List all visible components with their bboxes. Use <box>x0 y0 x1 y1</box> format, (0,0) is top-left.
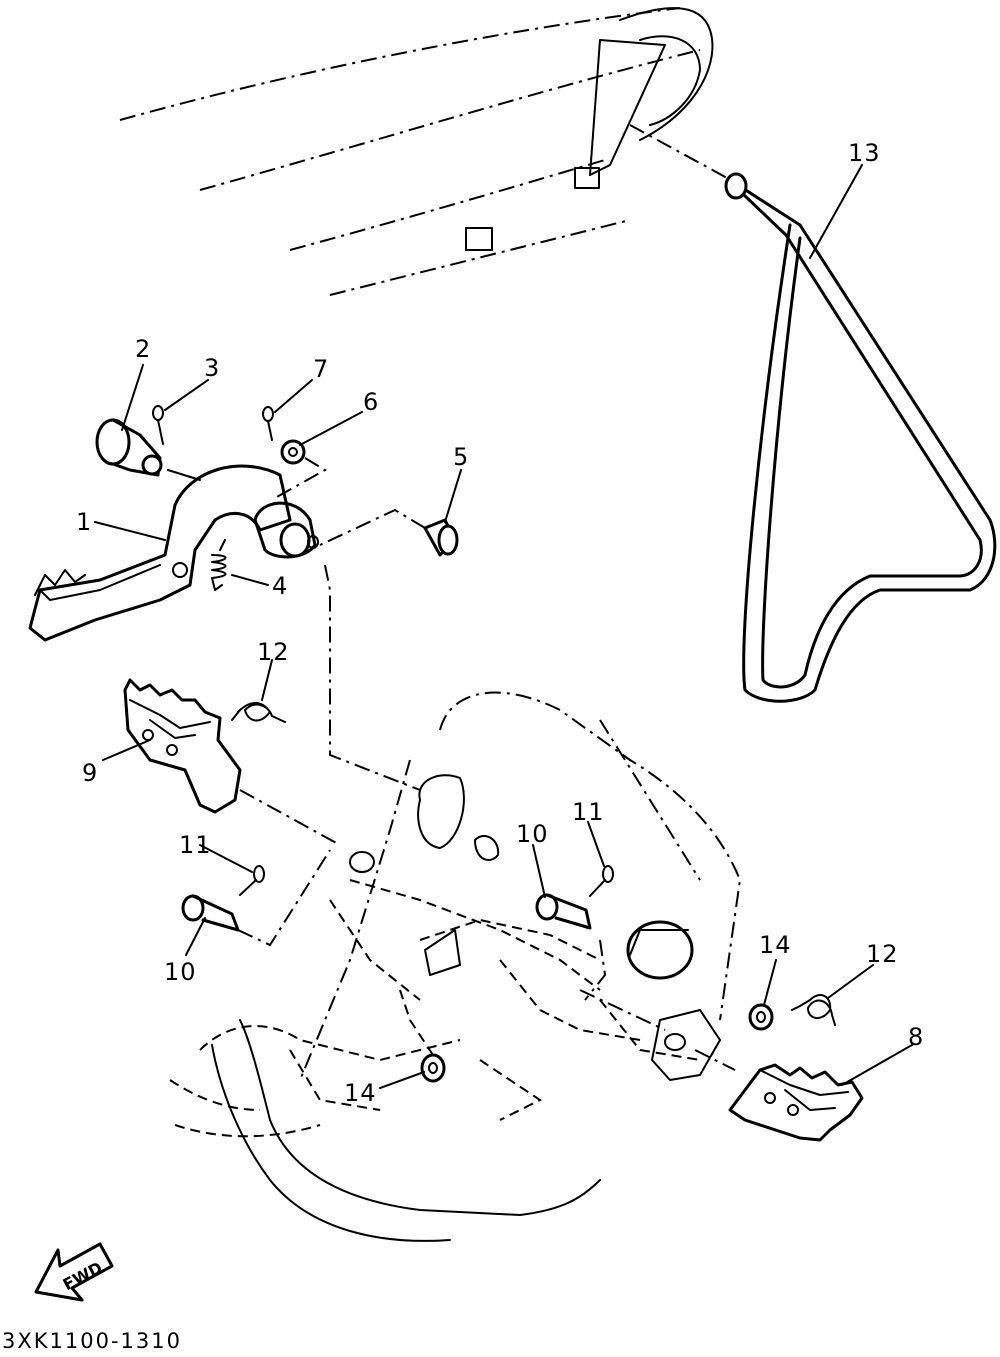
part-14-washer-right <box>748 1003 774 1031</box>
part-12-spring-lower <box>791 994 836 1026</box>
part-6-washer <box>274 439 327 499</box>
frame-engine-body <box>169 691 742 1242</box>
part-5-pin <box>319 508 459 557</box>
frame-rear-rail <box>119 7 741 296</box>
callout-7: 7 <box>313 355 329 383</box>
callout-10-right: 10 <box>516 820 549 848</box>
part-1-brake-pedal <box>28 464 421 791</box>
callout-4: 4 <box>272 572 288 600</box>
part-11-cotter-pin-right <box>589 865 614 897</box>
callout-3: 3 <box>204 354 220 382</box>
part-3-cotter-pin <box>152 405 164 445</box>
part-9-footrest-left <box>123 678 341 846</box>
callout-12-lower: 12 <box>866 940 899 968</box>
callout-2: 2 <box>135 335 151 363</box>
part-11-cotter-pin-left <box>239 865 265 896</box>
part-13-stand <box>724 172 997 703</box>
callout-14-right: 14 <box>759 931 792 959</box>
callout-1: 1 <box>76 508 92 536</box>
callout-10-left: 10 <box>164 958 197 986</box>
part-10-pin-right <box>535 893 592 930</box>
callout-12-upper: 12 <box>257 638 290 666</box>
callout-8: 8 <box>908 1023 924 1051</box>
part-14-washer-left <box>399 989 446 1083</box>
part-7-cotter-pin <box>262 406 274 441</box>
callout-11-right: 11 <box>572 798 605 826</box>
diagram-code: 3XK1100-1310 <box>2 1329 182 1353</box>
callout-6: 6 <box>363 388 379 416</box>
callout-13: 13 <box>848 139 881 167</box>
callout-11-left: 11 <box>179 831 212 859</box>
callout-5: 5 <box>453 443 469 471</box>
part-8-footrest-right <box>728 1063 864 1142</box>
callout-labels: 1 2 3 4 5 6 7 8 9 10 10 11 11 12 12 13 1… <box>76 139 924 1107</box>
callout-9: 9 <box>82 759 98 787</box>
part-4-spring <box>211 539 227 591</box>
part-2-pivot-bolt <box>95 418 201 481</box>
fwd-direction-arrow: FWD <box>34 1242 114 1302</box>
part-10-pin-left <box>181 849 331 947</box>
leader-lines <box>94 164 913 1089</box>
callout-14-left: 14 <box>344 1079 377 1107</box>
part-12-spring-upper <box>231 702 286 723</box>
